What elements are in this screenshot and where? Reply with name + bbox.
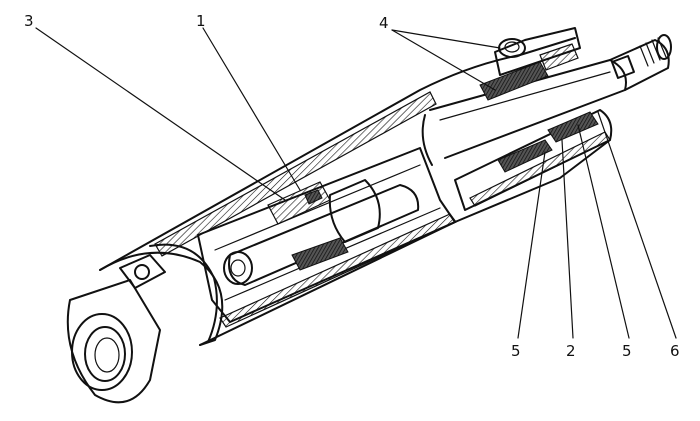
- callout-2: 2: [566, 342, 576, 360]
- leader-1: [202, 27, 301, 191]
- leader-5b: [577, 124, 630, 339]
- callout-1: 1: [196, 12, 206, 30]
- callout-3: 3: [24, 12, 34, 30]
- leader-lines: [35, 27, 677, 339]
- leader-4b: [391, 29, 496, 91]
- callout-6: 6: [670, 342, 680, 360]
- leader-3: [35, 27, 286, 201]
- leader-2: [561, 139, 574, 339]
- callout-5-right: 5: [622, 342, 632, 360]
- cutaway-window: [197, 147, 457, 328]
- piston-assembly: [223, 179, 420, 286]
- callout-5-left: 5: [511, 342, 521, 360]
- gland-assembly: [454, 109, 613, 211]
- leader-5a: [517, 151, 546, 339]
- leader-4a: [391, 29, 501, 49]
- callout-labels: 3 1 4 5 2 5 6: [24, 12, 680, 360]
- leader-6: [597, 111, 677, 339]
- rear-clevis-eye: [66, 254, 166, 404]
- piston-rod: [421, 34, 672, 166]
- callout-4: 4: [379, 14, 389, 32]
- port-fitting: [479, 27, 581, 101]
